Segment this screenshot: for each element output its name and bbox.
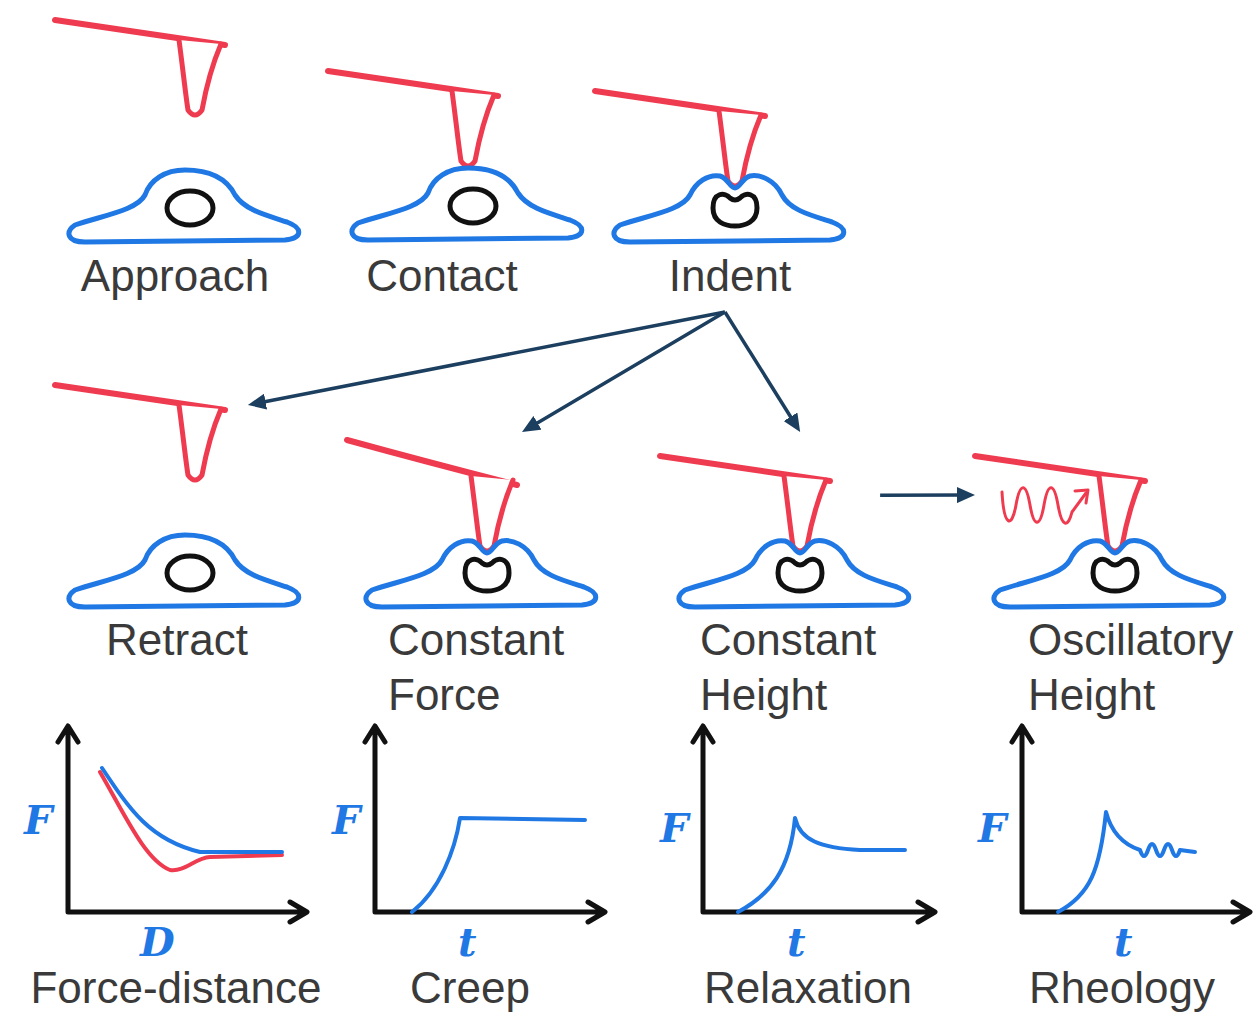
cantilever [595,91,765,186]
stage-panel: Approach [45,15,310,310]
stage-caption: Indent [600,248,860,303]
chart-axes [693,726,935,922]
axis-label: F [660,808,688,848]
indented-cell [614,176,844,242]
axis-label: F [978,808,1006,848]
indented-cell [366,541,596,607]
cell [69,535,299,607]
indented-cell [679,541,909,607]
cantilever [975,456,1145,551]
rheology-curve [1058,812,1195,912]
cantilever [55,20,225,115]
axis-label: D [140,922,175,962]
cell [69,170,299,242]
cantilever [328,71,498,166]
stage-caption: Constant Height [700,612,880,722]
axis-label: F [332,800,360,840]
chart-caption: Relaxation [678,960,938,1015]
axis-label: t [787,922,805,962]
stage-caption: Contact [312,248,572,303]
stage-caption: Constant Force [388,612,588,722]
bent-cantilever [347,440,517,551]
stage-panel: Constant Force [355,432,605,727]
oscillation-arrowhead [1075,490,1088,503]
oscillation-symbol [1002,488,1086,523]
cantilever [55,385,225,480]
stage-panel: Constant Height [668,432,880,727]
stage-caption: Approach [45,248,305,303]
chart-axes [58,726,307,922]
stage-panel: Retract [50,405,305,670]
cantilever [660,456,830,551]
chart-axes [1012,726,1250,922]
retract-curve [100,772,282,870]
stage-panel: Oscillatory Height [975,440,1250,727]
cell [352,168,582,240]
flow-arrow [529,312,725,428]
indented-cell [994,541,1224,607]
chart-caption: Force-distance [16,960,336,1015]
chart-caption: Creep [390,960,550,1015]
chart-caption: Rheology [1002,960,1242,1015]
flow-arrow [256,312,725,403]
stage-caption: Oscillatory Height [1028,612,1243,722]
stage-panel: Contact [312,60,582,310]
approach-curve [102,768,282,852]
axis-label: t [1114,922,1132,962]
stage-caption: Retract [47,612,307,667]
creep-curve [412,818,585,912]
flow-arrow [880,493,967,497]
flow-arrow [725,312,796,425]
axis-label: F [24,800,52,840]
stage-panel: Indent [598,80,856,312]
axis-label: t [458,922,476,962]
relaxation-curve [738,818,905,912]
chart-axes [365,726,605,922]
